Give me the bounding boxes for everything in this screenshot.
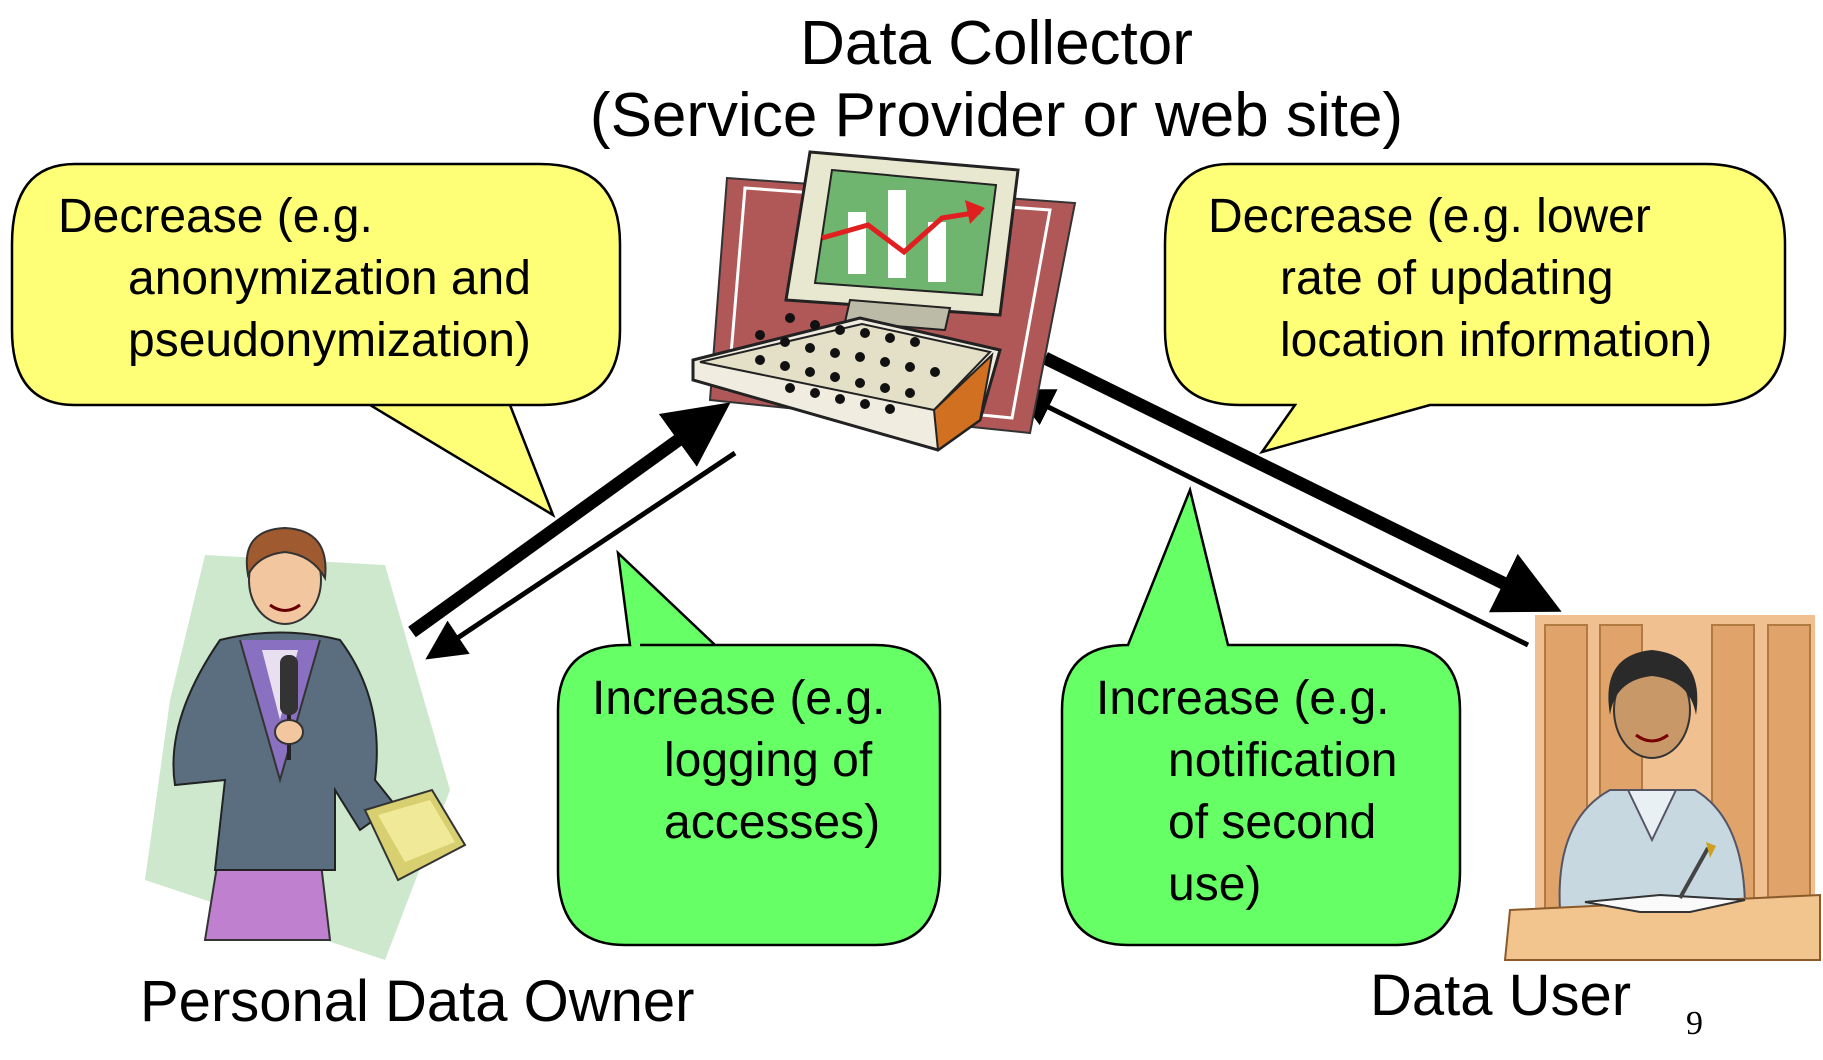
- owner-decrease-text: Decrease (e.g. anonymization and pseudon…: [58, 186, 531, 372]
- user-increase-line-1: Increase (e.g.: [1096, 672, 1390, 725]
- user-decrease-text: Decrease (e.g. lower rate of updating lo…: [1208, 186, 1712, 372]
- computer-clipart-icon: [691, 150, 1077, 452]
- user-increase-line-4: use): [1168, 858, 1262, 911]
- page-number: 9: [1686, 1005, 1703, 1042]
- user-increase-line-2: notification: [1168, 734, 1398, 787]
- user-increase-line-3: of second: [1168, 796, 1377, 849]
- user-decrease-line-1: Decrease (e.g. lower: [1208, 190, 1651, 243]
- owner-to-collector-arrow: [408, 402, 731, 638]
- owner-decrease-line-2: anonymization and: [128, 252, 531, 305]
- owner-increase-line-1: Increase (e.g.: [592, 672, 886, 725]
- owner-decrease-line-1: Decrease (e.g.: [58, 190, 373, 243]
- owner-increase-line-2: logging of: [664, 734, 873, 787]
- owner-increase-line-3: accesses): [664, 796, 881, 849]
- owner-decrease-bubble: [10, 162, 622, 518]
- user-increase-text: Increase (e.g. notification of second us…: [1096, 668, 1397, 916]
- user-to-collector-arrow: [1012, 389, 1530, 648]
- user-decrease-bubble: [1163, 162, 1787, 455]
- collector-title-line2: (Service Provider or web site): [589, 81, 1404, 150]
- collector-to-user-arrow: [1042, 352, 1562, 613]
- speaking-woman-clipart-icon: [145, 526, 467, 960]
- owner-decrease-line-3: pseudonymization): [128, 314, 531, 367]
- writing-woman-clipart-icon: [1503, 615, 1821, 961]
- owner-increase-text: Increase (e.g. logging of accesses): [592, 668, 885, 854]
- user-decrease-line-2: rate of updating: [1280, 252, 1614, 305]
- owner-increase-bubble: [556, 549, 942, 947]
- user-decrease-line-3: location information): [1280, 314, 1713, 367]
- user-label: Data User: [1370, 963, 1632, 1028]
- owner-label: Personal Data Owner: [140, 969, 695, 1034]
- user-increase-bubble-shape: [1060, 485, 1462, 947]
- collector-title-line1: Data Collector: [800, 9, 1193, 78]
- collector-to-owner-arrow: [425, 450, 737, 660]
